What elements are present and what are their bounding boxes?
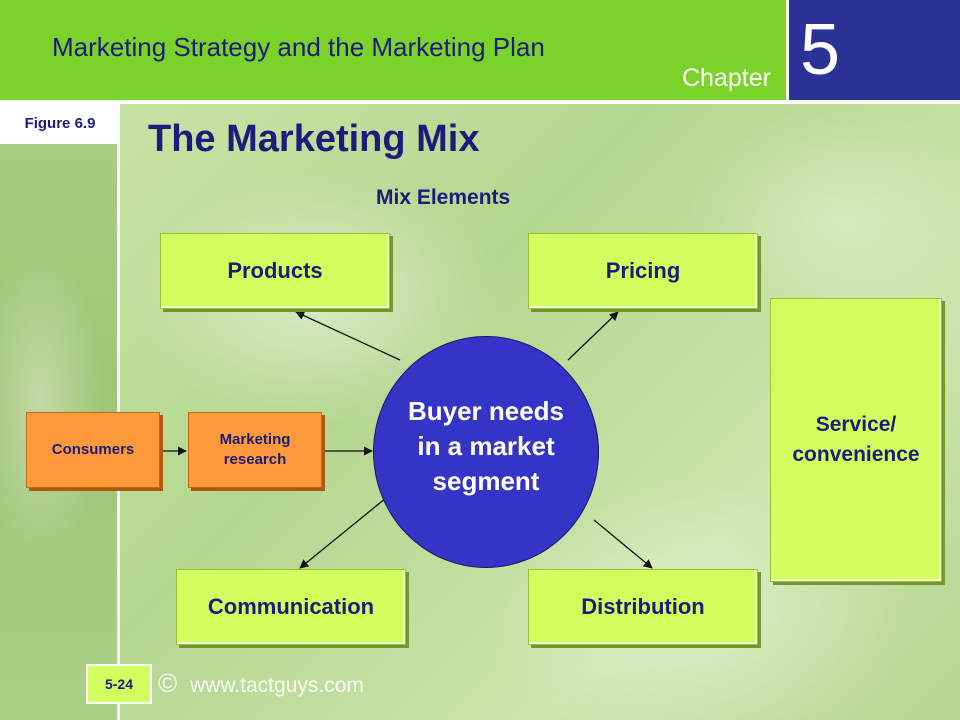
products-box: Products <box>160 233 390 309</box>
center-line-2: in a market <box>417 431 555 462</box>
service-line-1: Service/ <box>815 412 897 436</box>
chapter-number-box <box>786 0 960 100</box>
buyer-needs-label: Buyer needs in a market segment <box>373 394 599 499</box>
marketing-research-box: Marketing research <box>188 412 322 488</box>
center-line-3: segment <box>432 466 540 497</box>
center-line-1: Buyer needs <box>407 396 565 426</box>
consumers-box: Consumers <box>26 412 160 488</box>
mix-elements-heading: Mix Elements <box>376 186 511 209</box>
header-bar <box>0 0 786 100</box>
pricing-box: Pricing <box>528 233 758 309</box>
chapter-label: Chapter <box>682 64 771 92</box>
research-line-2: research <box>223 451 287 468</box>
slide-title: The Marketing Mix <box>148 118 480 160</box>
buyer-needs-circle <box>373 336 599 568</box>
arrow-center-to-pricing <box>567 311 619 361</box>
arrow-center-to-products <box>295 311 401 361</box>
service-convenience-box: Service/ convenience <box>770 298 942 582</box>
service-line-2: convenience <box>792 443 920 466</box>
figure-label: Figure 6.9 <box>0 104 120 144</box>
communication-box: Communication <box>176 569 406 645</box>
chapter-number: 5 <box>800 10 841 90</box>
arrow-center-to-distribution <box>593 519 653 569</box>
copyright-icon: © <box>158 668 178 698</box>
slide-number: 5-24 <box>86 664 152 704</box>
research-line-1: Marketing <box>219 430 291 448</box>
header-divider <box>0 100 960 104</box>
footer-url: www.tactguys.com <box>190 674 364 697</box>
distribution-box: Distribution <box>528 569 758 645</box>
header-title: Marketing Strategy and the Marketing Pla… <box>52 32 545 62</box>
arrow-center-to-communication <box>299 497 387 569</box>
